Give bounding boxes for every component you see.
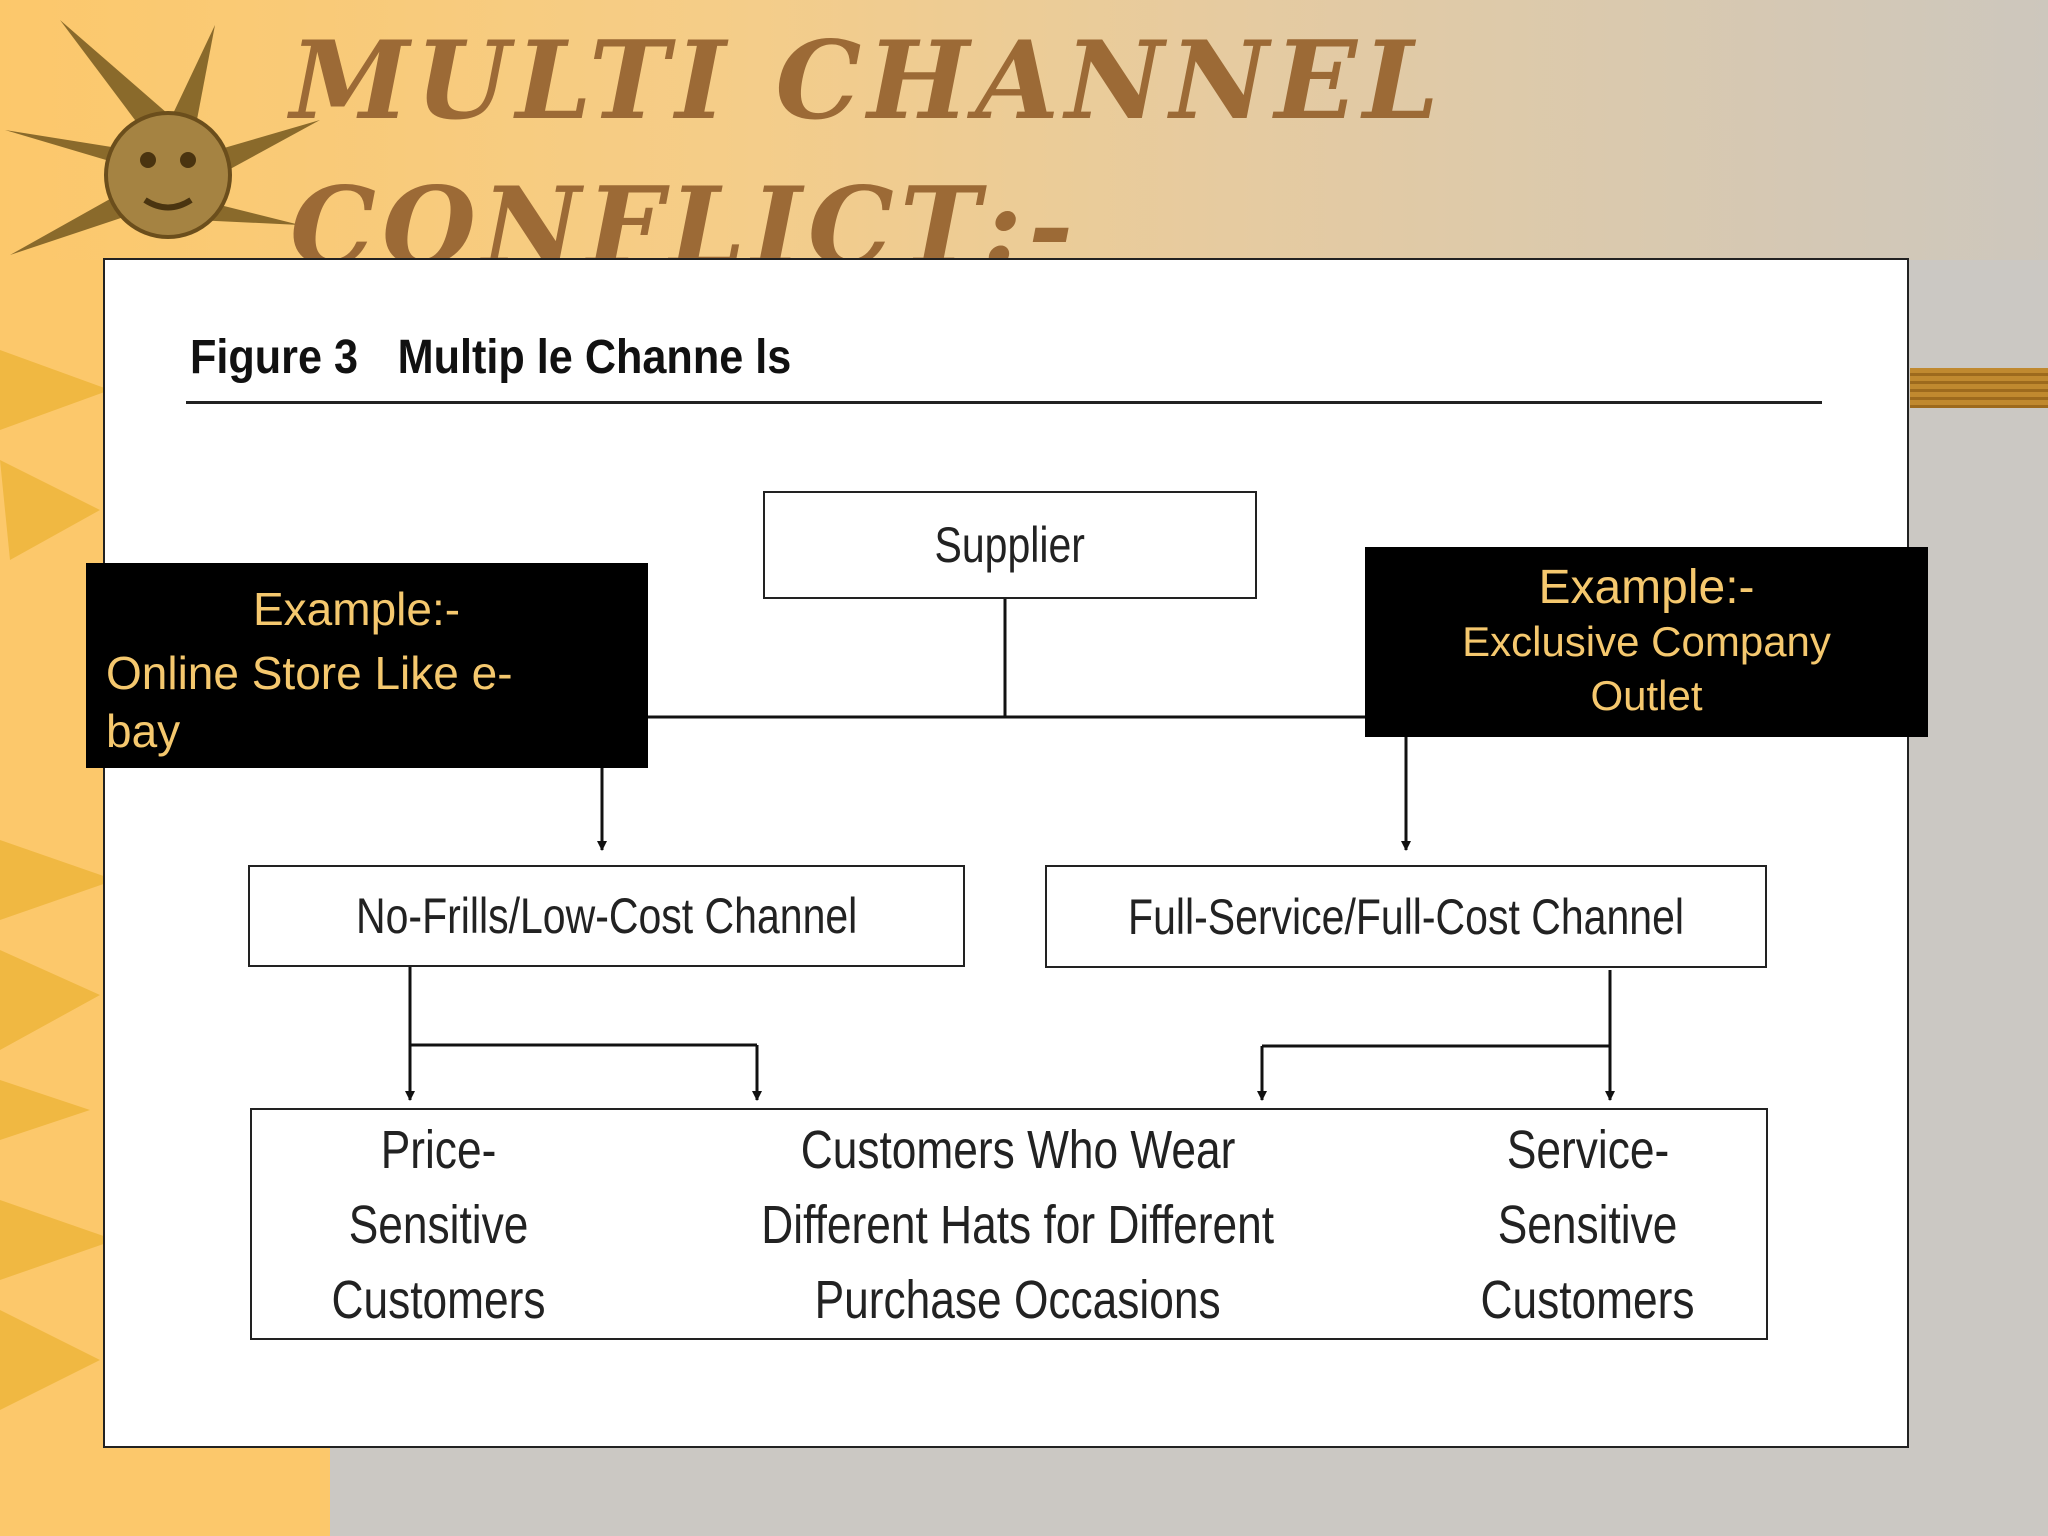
low-cost-split-line <box>408 967 757 1047</box>
customer-middle-line-2: Different Hats for Different <box>761 1195 1275 1255</box>
customer-left-line-2: Sensitive <box>349 1195 529 1255</box>
full-service-channel-label: Full-Service/Full-Cost Channel <box>1128 888 1684 945</box>
customer-left-line-3: Customers <box>331 1270 547 1330</box>
figure-caption: Figure 3 Multip le Channe ls <box>190 330 791 385</box>
example-right-heading: Example:- <box>1538 561 1755 614</box>
low-cost-channel-box: No-Frills/Low-Cost Channel <box>248 865 965 967</box>
sun-face-icon <box>5 20 320 255</box>
customer-middle-line-3: Purchase Occasions <box>814 1270 1222 1330</box>
slide-title-line-1: Multi Channel <box>290 18 1445 144</box>
customer-segments-box <box>250 1108 1768 1340</box>
supplier-label: Supplier <box>934 517 1086 573</box>
different-hats-customers: Customers Who Wear Different Hats for Di… <box>628 1115 1408 1335</box>
example-left-line-2: bay <box>106 705 181 757</box>
example-right-line-2: Outlet <box>1590 672 1703 719</box>
sun-rays-decoration <box>0 350 115 1410</box>
example-left-heading: Example:- <box>253 583 461 635</box>
example-right-line-1: Exclusive Company <box>1462 618 1831 665</box>
customer-right-line-3: Customers <box>1480 1270 1696 1330</box>
customer-middle-line-1: Customers Who Wear <box>800 1120 1236 1180</box>
example-online-store: Example:- Online Store Like e- bay <box>86 563 648 768</box>
figure-label: Figure 3 <box>190 331 359 384</box>
customer-right-line-2: Sensitive <box>1498 1195 1678 1255</box>
customer-right-line-1: Service- <box>1506 1120 1670 1180</box>
figure-title: Multip le Channe ls <box>397 331 792 384</box>
low-cost-channel-label: No-Frills/Low-Cost Channel <box>355 888 858 944</box>
price-sensitive-customers: Price- Sensitive Customers <box>252 1115 626 1335</box>
service-sensitive-customers: Service- Sensitive Customers <box>1410 1115 1766 1335</box>
title-background-gradient <box>0 0 2048 260</box>
customer-left-line-1: Price- <box>381 1120 497 1180</box>
example-left-line-1: Online Store Like e- <box>106 647 513 699</box>
supplier-box: Supplier <box>763 491 1257 599</box>
example-company-outlet: Example:- Exclusive Company Outlet <box>1365 547 1928 737</box>
full-service-channel-box: Full-Service/Full-Cost Channel <box>1045 865 1767 968</box>
figure-caption-rule <box>186 401 1822 404</box>
full-service-split-line <box>1262 970 1612 1048</box>
decorative-stripe <box>1910 368 2048 408</box>
